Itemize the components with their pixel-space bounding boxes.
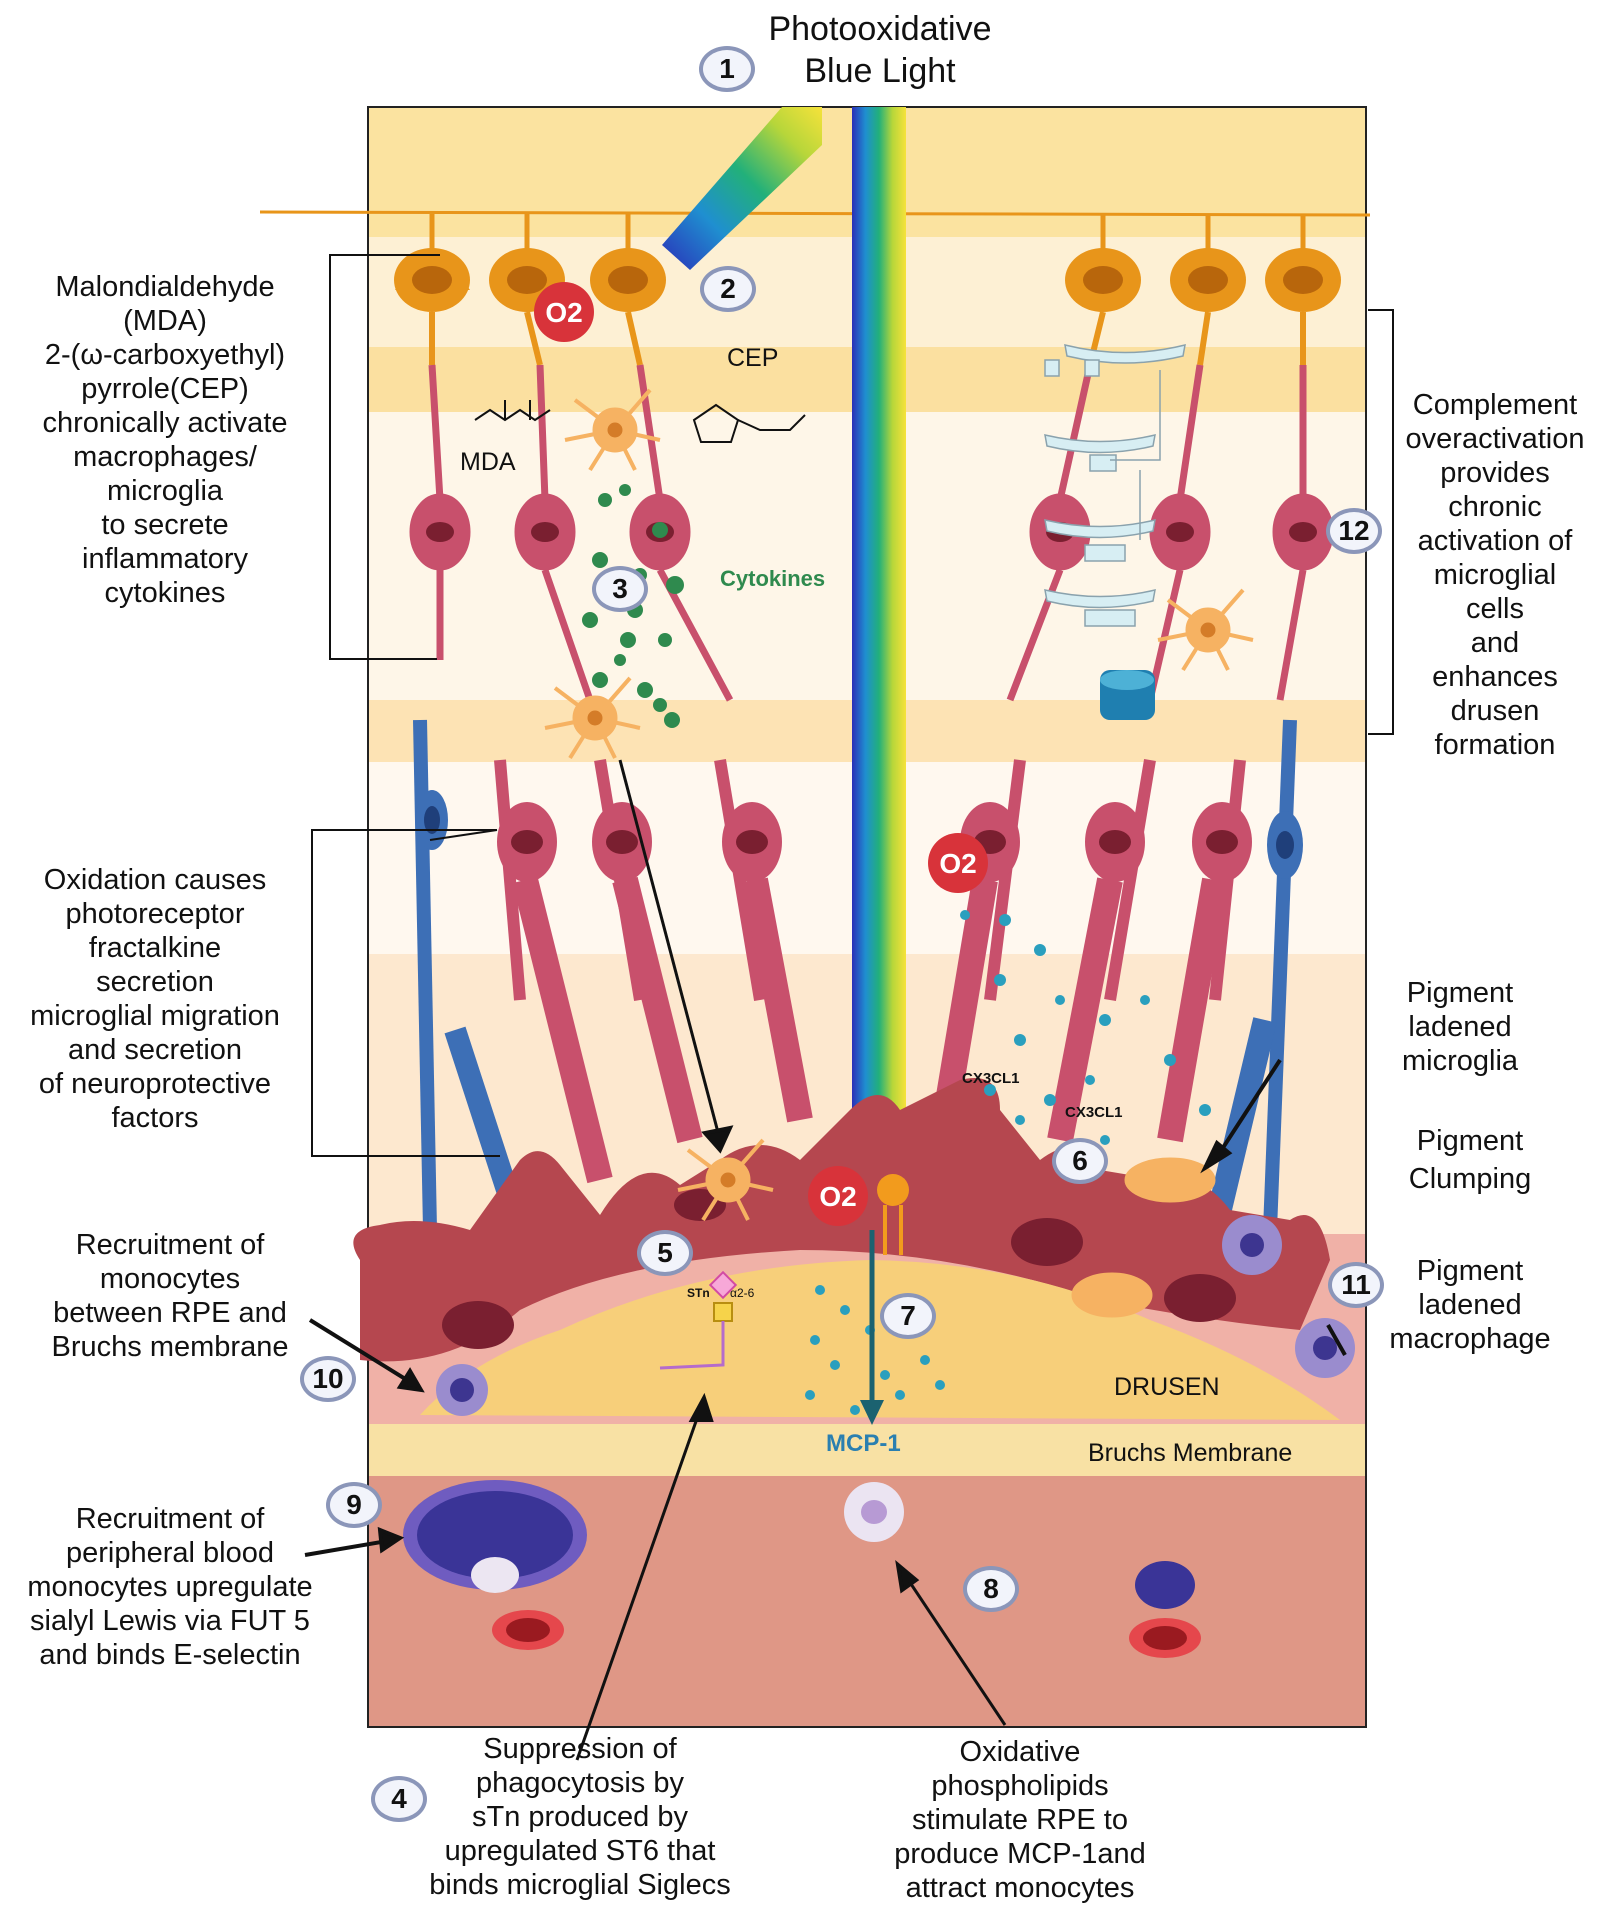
bracket-lines: [311, 254, 1394, 1157]
cep-label: CEP: [727, 344, 778, 372]
photoreceptors-right: [932, 719, 1303, 1233]
drusen-label: DRUSEN: [1114, 1373, 1220, 1401]
title-line1: Photooxidative: [768, 10, 992, 48]
cytokine-dots: [582, 484, 684, 728]
oxidized-phospholipid: [877, 1174, 909, 1255]
pigment-microglia-annotation: Pigment ladened microglia: [1401, 977, 1519, 1077]
stn-glycan: [659, 1270, 738, 1370]
chemokine-dots: [805, 910, 1211, 1415]
callout-10: 10: [300, 1356, 356, 1402]
callout-8: 8: [963, 1566, 1019, 1612]
superoxide-label-1: O2: [545, 297, 582, 328]
callout-11: 11: [1328, 1262, 1384, 1308]
ganglion-cells-right: [1065, 214, 1341, 366]
mda-cep-annotation: Malondialdehyde (MDA) 2-(ω-carboxyethyl)…: [42, 271, 288, 609]
cx3cl1-label-b: CX3CL1: [1065, 1104, 1123, 1121]
callout-1: 1: [699, 46, 755, 92]
pigment-macrophage-annotation: Pigment ladened macrophage: [1389, 1255, 1551, 1355]
suppression-annotation: Suppression of phagocytosis by sTn produ…: [429, 1733, 731, 1901]
oxidative-phospholipid-annotation: Oxidative phospholipids stimulate RPE to…: [894, 1736, 1146, 1904]
chemical-structures: [474, 400, 806, 443]
leader-arrows: [304, 759, 1347, 1761]
superoxide-label-2: O2: [939, 848, 976, 879]
microglia: [544, 388, 1254, 1318]
mac-complex: [1100, 670, 1155, 720]
pigment-macrophages: [436, 1215, 1355, 1416]
callout-5: 5: [637, 1230, 693, 1276]
callout-7: 7: [880, 1293, 936, 1339]
superoxide-markers: [534, 282, 988, 1226]
choroid-vessels: [403, 1480, 1201, 1658]
callout-3: 3: [592, 566, 648, 612]
complement-cascade: [1044, 343, 1186, 627]
bruchs-membrane-label: Bruchs Membrane: [1088, 1439, 1292, 1467]
title-line2: Blue Light: [804, 52, 956, 90]
callout-2: 2: [700, 266, 756, 312]
cytokines-label: Cytokines: [720, 566, 825, 591]
recruitment-rpe-annotation: Recruitment of monocytes between RPE and…: [51, 1229, 289, 1363]
pigment-clumping-annotation: Pigment Clumping: [1408, 1125, 1532, 1195]
photoreceptors-left: [413, 719, 813, 1234]
recruitment-blood-annotation: Recruitment of peripheral blood monocyte…: [27, 1503, 313, 1671]
callout-9: 9: [326, 1482, 382, 1528]
mcp1-arrow: [860, 1230, 884, 1425]
mda-label: MDA: [460, 448, 516, 476]
ganglion-cells-left: [394, 214, 666, 366]
callout-12: 12: [1326, 508, 1382, 554]
stn-label: STn: [687, 1286, 710, 1300]
alpha26-label: α2-6: [730, 1286, 755, 1300]
drusen-deposit: [420, 1260, 1340, 1420]
oxidation-annotation: Oxidation causes photoreceptor fractalki…: [30, 864, 280, 1134]
mcp1-label: MCP-1: [826, 1430, 901, 1457]
superoxide-label-3: O2: [819, 1181, 856, 1212]
complement-annotation: Complement overactivation provides chron…: [1405, 389, 1585, 761]
blue-light-beam: [662, 107, 906, 1152]
cx3cl1-label-a: CX3CL1: [962, 1070, 1020, 1087]
callout-6: 6: [1052, 1138, 1108, 1184]
callout-4: 4: [371, 1776, 427, 1822]
